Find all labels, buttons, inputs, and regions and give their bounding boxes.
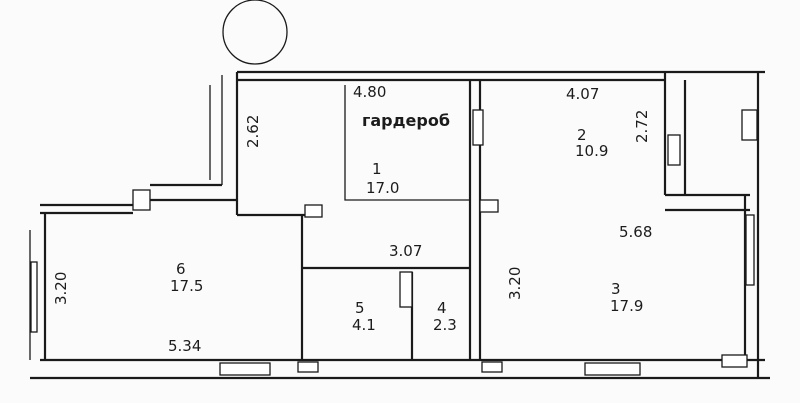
room-1-number: 1	[372, 160, 382, 178]
dimension-2-62: 2.62	[244, 114, 262, 148]
dimension-3-20-left: 3.20	[52, 271, 70, 305]
room-5-number: 5	[355, 299, 365, 317]
room-label-wardrobe: гардероб	[362, 111, 450, 130]
room-1-area: 17.0	[366, 179, 400, 197]
room-5-area: 4.1	[352, 316, 376, 334]
room-2-number: 2	[577, 126, 587, 144]
room-2-area: 10.9	[575, 142, 609, 160]
room-6-number: 6	[176, 260, 186, 278]
dimension-3-07: 3.07	[389, 242, 423, 260]
dimension-5-68: 5.68	[619, 223, 653, 241]
room-3-number: 3	[611, 280, 621, 298]
room-6-area: 17.5	[170, 277, 204, 295]
room-4-area: 2.3	[433, 316, 457, 334]
room-3-area: 17.9	[610, 297, 644, 315]
room-4-number: 4	[437, 299, 447, 317]
dimension-4-07: 4.07	[566, 85, 600, 103]
dimension-5-34: 5.34	[168, 337, 202, 355]
dimension-2-72: 2.72	[633, 109, 651, 143]
column-circle	[222, 0, 288, 65]
dimension-4-80: 4.80	[353, 83, 387, 101]
dimension-3-20-mid: 3.20	[506, 266, 524, 300]
